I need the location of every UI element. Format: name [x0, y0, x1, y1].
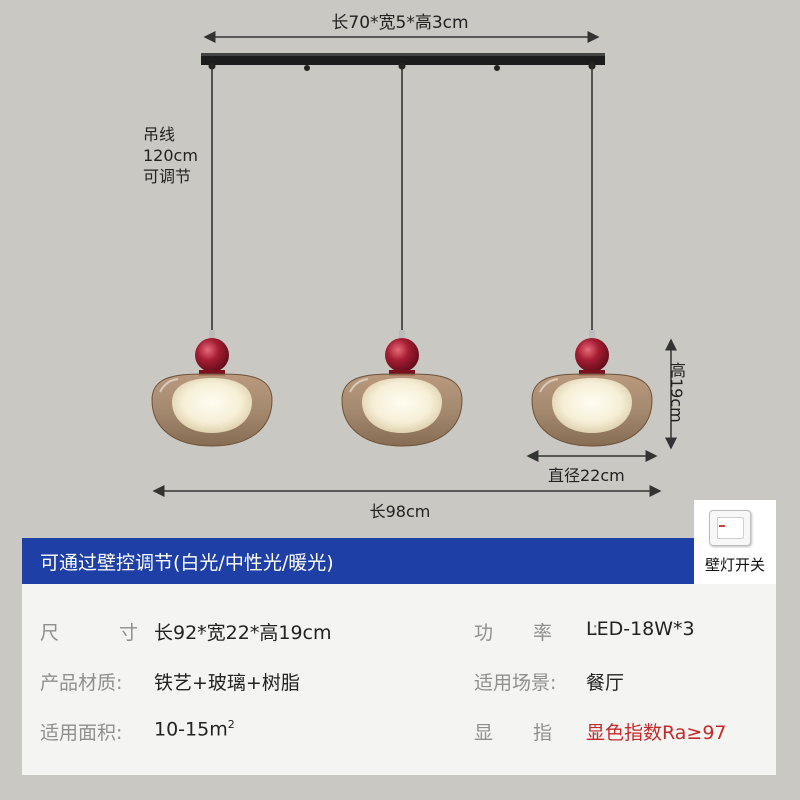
pendant-lamp-illustration — [151, 31, 677, 497]
spec-row: 产品材质: 铁艺+玻璃+树脂 适用场景: 餐厅 — [22, 668, 776, 698]
spec-label-size: 尺寸: — [40, 618, 205, 644]
spec-value-size: 长92*宽22*高19cm — [154, 622, 332, 644]
cable-length-label: 吊线 120cm 可调节 — [143, 125, 198, 186]
spec-label-area: 适用面积: — [40, 722, 123, 744]
banner-text: 可通过壁控调节(白光/中性光/暖光) — [40, 551, 334, 574]
spec-table: 尺寸: 长92*宽22*高19cm 功率: LED-18W*3 产品材质: 铁艺… — [22, 584, 776, 775]
spec-value-power: LED-18W*3 — [586, 618, 695, 640]
spec-row: 适用面积: 10-15m2 显指: 显色指数Ra≥97 — [22, 718, 776, 748]
wall-switch-icon — [709, 510, 751, 546]
product-diagram: 长70*宽5*高3cm 吊线 120cm 可调节 高19cm 直径22cm 长9… — [143, 13, 686, 521]
top-dimension-label: 长70*宽5*高3cm — [331, 13, 469, 33]
spec-label-power: 功率: — [474, 618, 599, 644]
dimming-banner: 可通过壁控调节(白光/中性光/暖光) — [22, 538, 694, 584]
pendant-lamp-center — [341, 330, 463, 447]
spec-label-scene: 适用场景: — [474, 672, 557, 694]
spec-value-material: 铁艺+玻璃+树脂 — [154, 672, 300, 694]
wall-switch-card: 壁灯开关 — [694, 500, 776, 584]
height-dimension-label: 高19cm — [667, 362, 686, 423]
spec-row: 尺寸: 长92*宽22*高19cm 功率: LED-18W*3 — [22, 618, 776, 648]
wall-switch-label: 壁灯开关 — [704, 556, 765, 574]
pendant-lamp-left — [151, 330, 273, 447]
spec-label-cri: 显指: — [474, 718, 599, 744]
spec-value-cri: 显色指数Ra≥97 — [586, 722, 727, 744]
spec-value-area: 10-15m2 — [154, 718, 235, 741]
spec-value-scene: 餐厅 — [586, 672, 625, 694]
length-dimension-label: 长98cm — [369, 502, 431, 521]
diameter-dimension-label: 直径22cm — [548, 466, 625, 485]
spec-label-material: 产品材质: — [40, 672, 123, 694]
pendant-lamp-right — [531, 330, 653, 447]
